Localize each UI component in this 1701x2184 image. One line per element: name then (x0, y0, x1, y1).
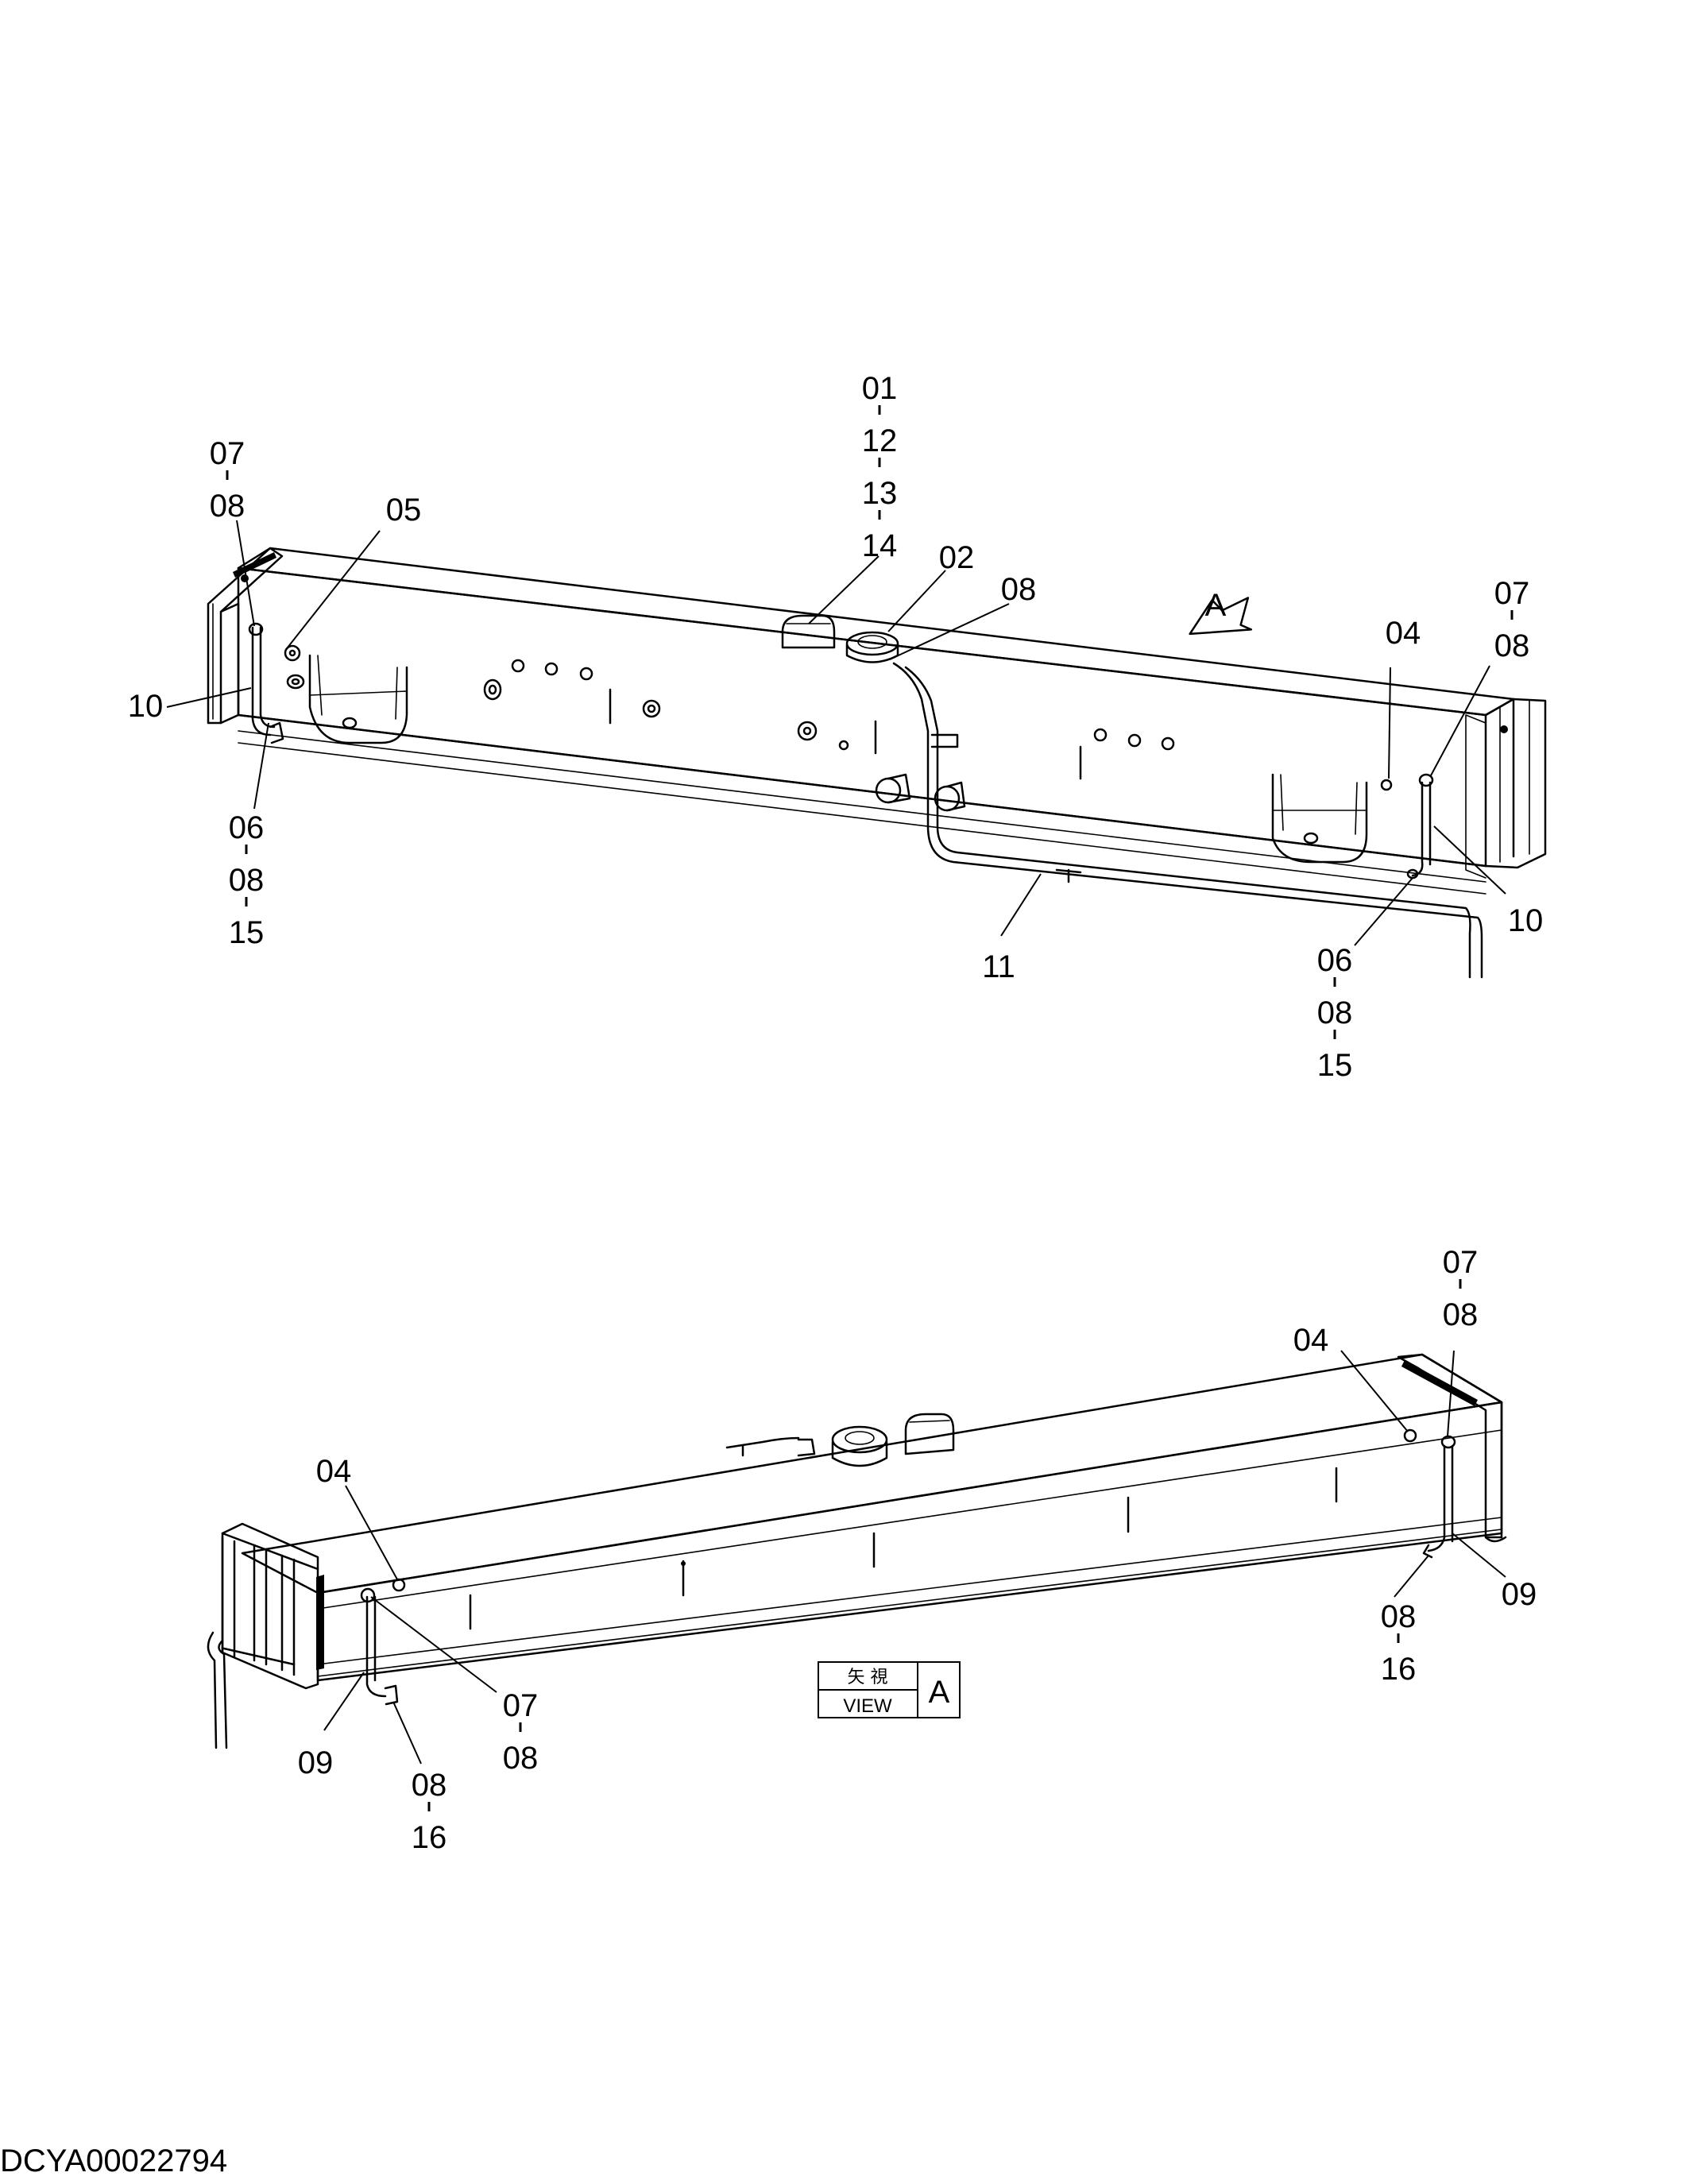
callout-label: 07 (1443, 1245, 1479, 1280)
callout-label: 10 (1508, 903, 1544, 938)
callout-04-upper: 04 (1386, 616, 1421, 651)
callout-label: 09 (1502, 1577, 1537, 1612)
view-label-japanese: 矢 視 (848, 1668, 888, 1687)
callout-label: 16 (1381, 1652, 1417, 1687)
callout-label: 08 (1001, 572, 1037, 607)
callout-04-lower-left: 04 (316, 1454, 352, 1489)
callout-09-lower-left: 09 (298, 1745, 334, 1780)
callout-07-08-lower-right: 07 08 (1443, 1245, 1479, 1332)
drawing-code: DCYA00022794 (0, 2143, 228, 2178)
callout-04-lower-right: 04 (1293, 1323, 1329, 1358)
callout-label: 08 (1317, 995, 1353, 1030)
callout-08-16-lower-left: 08 16 (412, 1768, 447, 1855)
callout-label: 10 (128, 689, 164, 724)
callout-label: 01 (862, 371, 898, 406)
callout-10-upper-right: 10 (1508, 903, 1544, 938)
callout-label: 08 (210, 489, 245, 524)
callout-label: 16 (412, 1820, 447, 1855)
callout-label: 09 (298, 1745, 334, 1780)
callout-07-08-lower-left: 07 08 (503, 1688, 539, 1776)
callout-label: 15 (1317, 1048, 1353, 1083)
callout-06-08-15-upper-right: 06 08 15 (1317, 943, 1353, 1083)
callout-label: 11 (982, 949, 1015, 984)
callout-label: 04 (1293, 1323, 1329, 1358)
callout-label: 08 (1443, 1297, 1479, 1332)
lower-assembly (208, 1355, 1506, 1748)
callout-01-12-13-14: 01 12 13 14 (862, 371, 898, 563)
callout-label: 12 (862, 423, 898, 458)
callout-label: 06 (229, 810, 265, 845)
view-a-box: 矢 視 VIEW A (818, 1662, 960, 1718)
callout-05: 05 (386, 493, 422, 528)
callout-07-08-upper-right: 07 08 (1494, 576, 1530, 663)
callout-label: 15 (229, 915, 265, 950)
callout-09-lower-right: 09 (1502, 1577, 1537, 1612)
callout-08-upper: 08 (1001, 572, 1037, 607)
view-label-english: VIEW (843, 1695, 892, 1717)
callout-label: 08 (1494, 628, 1530, 663)
callout-label: 07 (503, 1688, 539, 1723)
callout-label: 13 (862, 476, 898, 511)
callout-label: 05 (386, 493, 422, 528)
callout-label: 07 (1494, 576, 1530, 611)
upper-assembly (208, 548, 1545, 977)
view-arrow-a: A (1205, 588, 1227, 623)
callout-label: 08 (1381, 1599, 1417, 1634)
callout-label: 14 (862, 528, 898, 563)
callout-label: 08 (503, 1741, 539, 1776)
view-arrow-letter: A (1205, 588, 1227, 623)
callout-label: 04 (1386, 616, 1421, 651)
callout-label: 08 (412, 1768, 447, 1803)
callout-label: 02 (939, 540, 975, 575)
callout-11: 11 (982, 949, 1015, 984)
callout-label: 07 (210, 436, 245, 471)
callout-08-16-lower-right: 08 16 (1381, 1599, 1417, 1687)
view-label-letter: A (929, 1675, 950, 1710)
callout-label: 06 (1317, 943, 1353, 978)
callout-10-upper-left: 10 (128, 689, 164, 724)
callout-02: 02 (939, 540, 975, 575)
callout-06-08-15-upper-left: 06 08 15 (229, 810, 265, 950)
callout-07-08-upper-left: 07 08 (210, 436, 245, 524)
callout-label: 04 (316, 1454, 352, 1489)
leader-lines (167, 520, 1506, 1764)
callout-label: 08 (229, 863, 265, 898)
